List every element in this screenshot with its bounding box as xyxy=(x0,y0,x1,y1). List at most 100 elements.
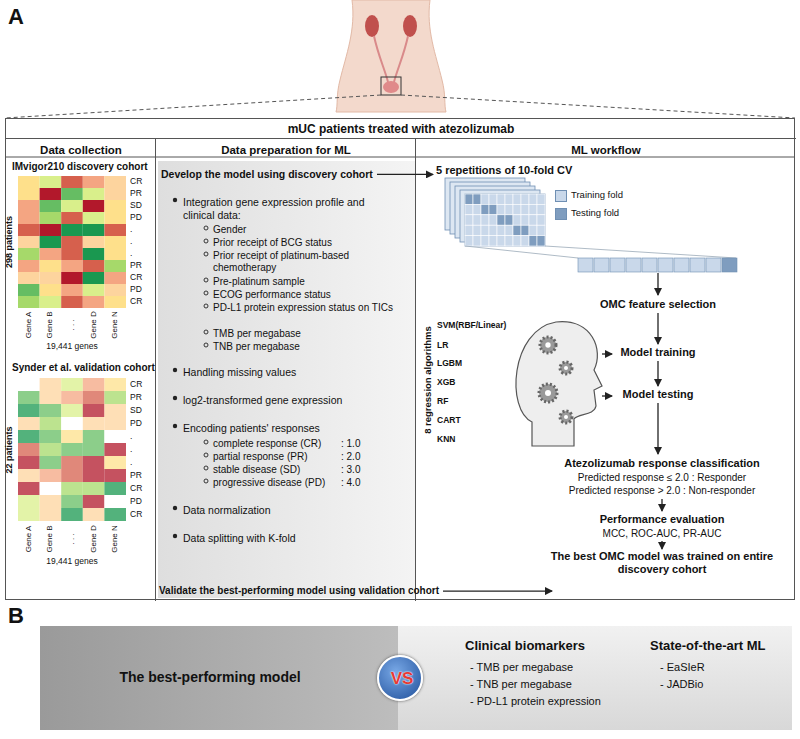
ureter xyxy=(394,36,408,82)
response-label: CR xyxy=(130,272,142,282)
heatmap-cell xyxy=(83,417,105,430)
gear-hub xyxy=(564,415,568,419)
gene-label: Gene N xyxy=(110,525,120,553)
heatmap-cell xyxy=(61,260,83,272)
heatmap-cell xyxy=(40,260,62,272)
heatmap-cell xyxy=(83,495,105,508)
sub-bullet xyxy=(204,343,208,347)
heatmap-cell xyxy=(18,272,40,284)
heatmap-cell xyxy=(61,248,83,260)
heatmap-cell xyxy=(40,443,62,456)
heatmap-cell xyxy=(104,443,126,456)
heatmap-cell xyxy=(61,200,83,212)
gear-hub xyxy=(545,342,550,347)
heatmap-cell xyxy=(83,482,105,495)
heatmap-cell xyxy=(18,236,40,248)
fold-box xyxy=(610,258,625,272)
heatmap-cell xyxy=(40,176,62,188)
heatmap-cell xyxy=(104,212,126,224)
cohort-title: Synder et al. validation cohort xyxy=(12,362,155,374)
heatmap-cell xyxy=(40,417,62,430)
gene-label: Gene N xyxy=(110,311,120,339)
node-text: PD-L1 protein expression status on TICs xyxy=(213,302,393,314)
heatmap-cell xyxy=(18,378,40,391)
flow-arrow xyxy=(661,499,662,511)
bullet xyxy=(173,506,177,510)
heatmap-cell xyxy=(83,443,105,456)
node-text: partial response (PR) xyxy=(213,451,307,463)
kidney xyxy=(365,15,379,37)
node-text: Handling missing values xyxy=(183,366,296,379)
axis-label: 22 patients xyxy=(4,426,15,473)
node-text: - JADBio xyxy=(660,678,703,691)
legend-text: Testing fold xyxy=(571,207,619,219)
fold-cell xyxy=(505,215,513,225)
fold-cell xyxy=(529,225,537,235)
gear-hub xyxy=(564,366,568,370)
response-label: . xyxy=(130,431,132,441)
heatmap-cell xyxy=(18,508,40,521)
step-text: Performance evaluation xyxy=(552,513,772,526)
zoom-line xyxy=(465,246,578,258)
heatmap-cell xyxy=(40,200,62,212)
node-text: Validate the best-performing model using… xyxy=(159,585,439,597)
heatmap-cell xyxy=(61,417,83,430)
heatmap-cell xyxy=(104,378,126,391)
response-label: CR xyxy=(130,483,142,493)
fold-sheet xyxy=(445,178,525,230)
node-text: : 3.0 xyxy=(341,464,360,476)
heatmap-cell xyxy=(61,508,83,521)
fold-cell xyxy=(465,225,473,235)
heatmap-cell xyxy=(40,248,62,260)
fold-sheet xyxy=(465,194,545,246)
sub-bullet xyxy=(204,252,208,256)
axis-label: 19,441 genes xyxy=(7,556,137,566)
heatmap-cell xyxy=(104,284,126,296)
heatmap-cell xyxy=(104,430,126,443)
step-text: Predicted response > 2.0 : Non-responder xyxy=(537,485,787,497)
node-text: - EaSIeR xyxy=(660,661,705,674)
fold-cell xyxy=(473,215,481,225)
node-text: Integration gene expression profile and … xyxy=(183,196,398,222)
node-text: stable disease (SD) xyxy=(213,464,300,476)
fold-cell xyxy=(481,204,489,214)
fold-cell xyxy=(513,204,521,214)
body-torso xyxy=(336,0,446,112)
gene-label: Gene B xyxy=(46,311,56,338)
legend-swatch xyxy=(555,208,567,220)
panel-letter: A xyxy=(8,4,24,31)
step-text: Atezolizumab response classification xyxy=(537,457,787,470)
fold-box xyxy=(642,258,657,272)
heatmap-cell xyxy=(83,188,105,200)
fold-cell xyxy=(489,215,497,225)
heatmap-cell xyxy=(83,284,105,296)
axis-label: 19,441 genes xyxy=(7,341,137,351)
header-line xyxy=(5,157,795,158)
heatmap-cell xyxy=(40,404,62,417)
algorithm-label: KNN xyxy=(437,434,455,444)
heatmap-cell xyxy=(104,296,126,308)
fold-cell xyxy=(489,225,497,235)
fold-cell xyxy=(537,225,545,235)
heatmap-cell xyxy=(61,236,83,248)
node-text: - PD-L1 protein expression xyxy=(470,695,601,708)
heading-text: ML workflow xyxy=(417,143,795,157)
fold-cell xyxy=(481,194,489,204)
heatmap-cell xyxy=(61,272,83,284)
heatmap-cell xyxy=(18,212,40,224)
legend-text: Training fold xyxy=(571,189,623,201)
heatmap-cell xyxy=(18,404,40,417)
fold-box xyxy=(626,258,641,272)
gene-label: Gene D xyxy=(89,525,99,553)
heatmap-cell xyxy=(40,284,62,296)
flow-arrow xyxy=(657,313,658,344)
gene-label: . . . xyxy=(67,533,77,544)
panel-letter: B xyxy=(8,603,24,630)
preparation-box: Develop the model using discovery cohort… xyxy=(158,161,415,598)
fold-box xyxy=(706,258,721,272)
flow-arrow xyxy=(443,590,552,591)
heatmap-cell xyxy=(18,260,40,272)
fold-cell xyxy=(513,236,521,246)
heading-text: Develop the model using discovery cohort xyxy=(161,168,373,181)
heatmap-cell xyxy=(18,188,40,200)
